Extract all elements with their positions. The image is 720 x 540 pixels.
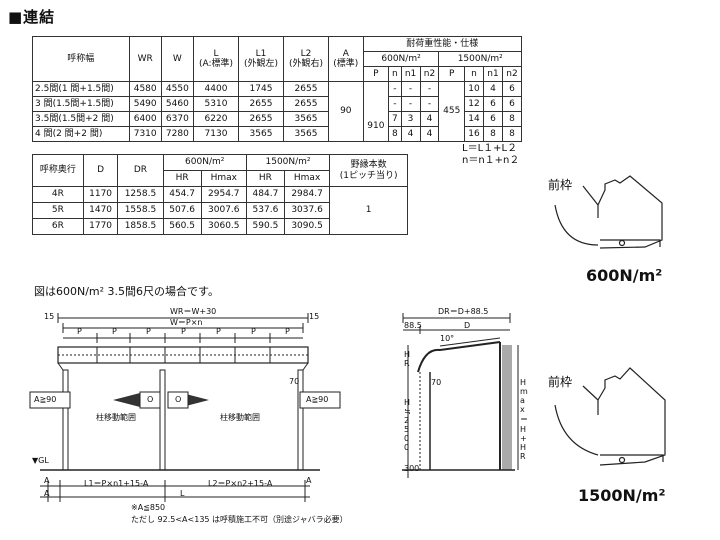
header-l1: L1(外観左) (237, 36, 284, 82)
header-depth: 呼称奥行 (32, 154, 84, 187)
count-value: 1 (329, 186, 408, 235)
header-a: A(標準) (327, 36, 364, 82)
profile-600-drawing (554, 175, 663, 249)
drawing-note: 図は600N/m² 3.5間6尺の場合です。 (34, 285, 219, 298)
profile-1500-drawing (554, 367, 666, 466)
header-1500: 1500N/m² (245, 154, 331, 171)
load-label-600: 600N/m² (586, 266, 663, 285)
p-1500-value: 455 (438, 81, 466, 142)
header-name: 呼称幅 (32, 36, 130, 82)
front-elevation (29, 313, 341, 502)
a-value: 90 (327, 81, 364, 142)
header-w: W (160, 36, 194, 82)
section-title: ■連結 (8, 8, 56, 26)
header-l2: L2(外観右) (282, 36, 329, 82)
header-600: 600N/m² (162, 154, 247, 171)
header-wr: WR (128, 36, 162, 82)
table-row: 4 間(2 間+2 間) 7310 7280 7130 3565 3565 8 … (32, 126, 523, 142)
spec-table-width: 呼称幅 WR W L(A:標準) L1(外観左) L2(外観右) A(標準) 耐… (32, 36, 523, 142)
spec-table-depth: 呼称奥行 D DR 600N/m² 1500N/m² 野縁本数(1ピッチ当り) … (32, 154, 408, 235)
table-row: 6R 1770 1858.5 560.5 3060.5 590.5 3090.5 (32, 218, 408, 235)
table-row: 3 間(1.5間+1.5間) 5490 5460 5310 2655 2655 … (32, 96, 523, 112)
load-label-1500: 1500N/m² (578, 486, 666, 505)
side-elevation (402, 313, 519, 478)
table-row: 5R 1470 1558.5 507.6 3007.6 537.6 3037.6 (32, 202, 408, 219)
formula-note: L＝L１+L２ n＝n１+n２ (462, 143, 520, 166)
